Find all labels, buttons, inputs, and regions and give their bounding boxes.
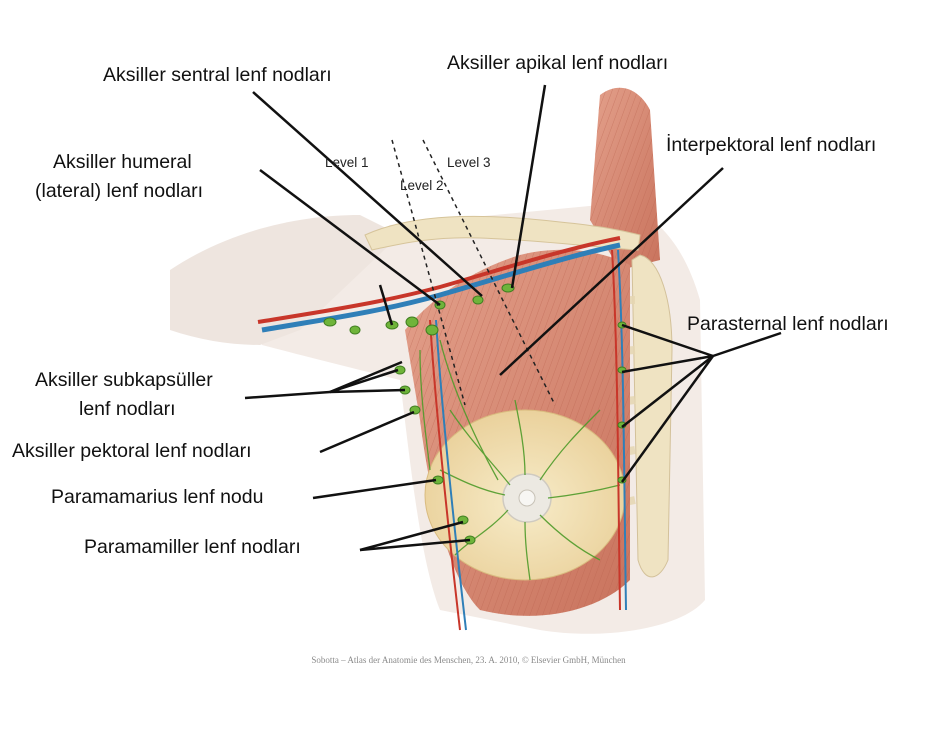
label-axillary-humeral-1: Aksiller humeral (53, 150, 192, 174)
label-axillary-subscapular-2: lenf nodları (79, 397, 175, 421)
nipple (519, 490, 535, 506)
leader-parasternal-a (713, 333, 781, 356)
label-paramammary: Paramamarius lenf nodu (51, 485, 263, 509)
label-axillary-pectoral: Aksiller pektoral lenf nodları (12, 439, 252, 463)
label-level-1: Level 1 (325, 155, 369, 170)
leader-pectoral (320, 412, 414, 452)
label-axillary-apical: Aksiller apikal lenf nodları (447, 51, 668, 75)
label-axillary-subscapular-1: Aksiller subkapsüller (35, 368, 213, 392)
label-level-3: Level 3 (447, 155, 491, 170)
leader-subscapular-c (330, 390, 405, 392)
label-axillary-central: Aksiller sentral lenf nodları (103, 63, 332, 87)
label-level-2: Level 2 (400, 178, 444, 193)
label-paramamillary: Paramamiller lenf nodları (84, 535, 301, 559)
leader-subscapular-a (245, 392, 330, 398)
label-parasternal: Parasternal lenf nodları (687, 312, 889, 336)
label-interpectoral: İnterpektoral lenf nodları (666, 133, 876, 157)
label-axillary-humeral-2: (lateral) lenf nodları (35, 179, 203, 203)
image-credit: Sobotta – Atlas der Anatomie des Mensche… (0, 655, 937, 665)
